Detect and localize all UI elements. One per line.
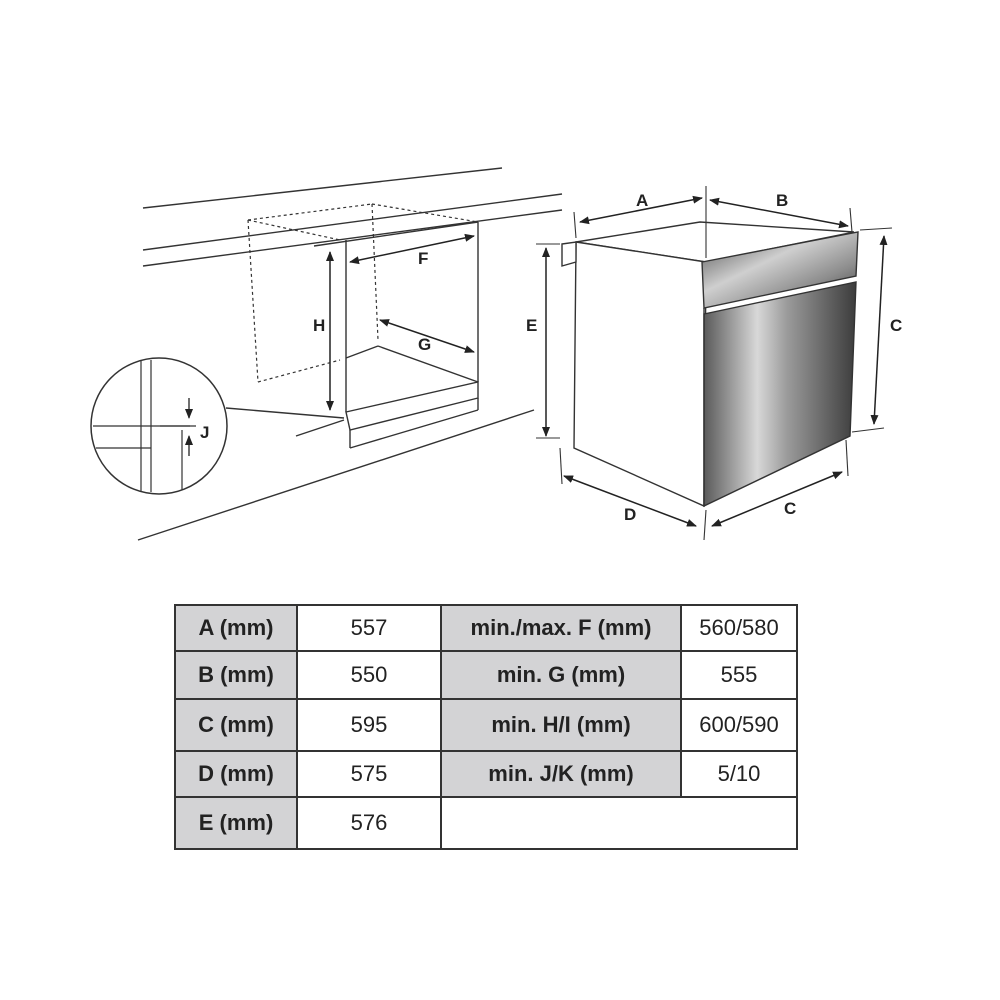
table-row: A (mm) 557 min./max. F (mm) 560/580 [174,604,798,652]
table-label-cell: E (mm) [174,796,298,850]
table-value-cell: 576 [296,796,442,850]
table-label-cell: min./max. F (mm) [440,604,682,652]
table-value-cell: 555 [680,650,798,700]
label-g: G [418,335,431,354]
detail-magnifier [90,357,228,495]
dimension-arrow-b [709,197,849,229]
label-f: F [418,249,428,268]
table-value-cell: 575 [296,750,442,798]
table-label-cell: D (mm) [174,750,298,798]
table-row: B (mm) 550 min. G (mm) 555 [174,650,798,700]
table-row: C (mm) 595 min. H/I (mm) 600/590 [174,698,798,752]
table-label-cell: A (mm) [174,604,298,652]
table-label-cell: B (mm) [174,650,298,700]
dimension-arrow-c-vertical [870,235,888,425]
table-value-cell: 595 [296,698,442,752]
table-row: D (mm) 575 min. J/K (mm) 5/10 [174,750,798,798]
table-row: E (mm) 576 [174,796,798,850]
label-c-right: C [890,316,902,335]
table-value-cell: 560/580 [680,604,798,652]
label-d: D [624,505,636,524]
dimension-arrow-g [379,319,475,353]
oven-drawing [561,221,859,508]
table-label-cell: min. J/K (mm) [440,750,682,798]
dimension-arrow-f [349,233,475,265]
label-a: A [636,191,648,210]
label-c-bottom: C [784,499,796,518]
dimensions-table: A (mm) 557 min./max. F (mm) 560/580 B (m… [174,604,798,850]
table-empty-cell [440,796,798,850]
label-h: H [313,316,325,335]
table-label-cell: min. H/I (mm) [440,698,682,752]
cabinet-niche-drawing [137,167,563,541]
dimension-arrow-c-horizontal [711,471,843,527]
table-label-cell: min. G (mm) [440,650,682,700]
dimension-arrow-d [563,475,697,527]
label-e: E [526,316,537,335]
table-value-cell: 5/10 [680,750,798,798]
table-label-cell: C (mm) [174,698,298,752]
installation-diagram: A B C C D E F G H J [90,167,902,541]
label-j: J [200,423,209,442]
dimension-arrow-a [579,195,703,225]
table-value-cell: 600/590 [680,698,798,752]
table-value-cell: 550 [296,650,442,700]
label-b: B [776,191,788,210]
table-value-cell: 557 [296,604,442,652]
